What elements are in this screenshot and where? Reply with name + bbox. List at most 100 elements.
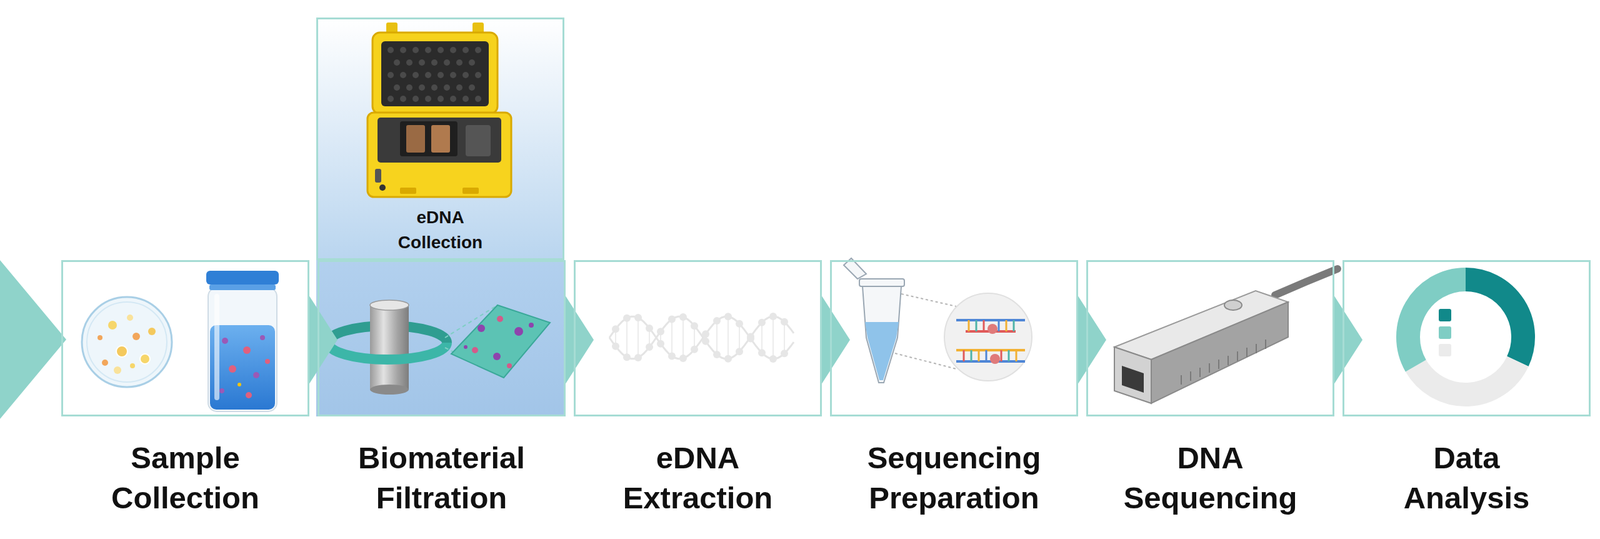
petri-dish-part <box>86 301 167 382</box>
dna-helix-part <box>623 314 631 322</box>
dna-helix-part <box>713 316 721 325</box>
petri-dish-part <box>130 363 135 369</box>
sequencer-device-part-part <box>1227 355 1229 365</box>
sequencer-device <box>1114 268 1338 404</box>
chevron-arrow <box>309 296 338 384</box>
sample-jar-part <box>253 371 260 379</box>
petri-dish-part <box>97 335 103 340</box>
dna-helix-part <box>724 312 732 320</box>
highlight-ground <box>316 17 565 260</box>
sample-jar-part <box>219 388 225 394</box>
case-foam-part <box>450 95 457 102</box>
dna-helix-part <box>611 325 620 333</box>
dna-helix-part <box>738 323 740 352</box>
case-foam-part <box>475 46 482 54</box>
chevron-arrow <box>1078 296 1107 384</box>
case-foam-part <box>425 46 432 54</box>
donut-chart <box>1408 279 1524 395</box>
sequencer-device-part-part <box>1180 375 1182 385</box>
dna-helix-part <box>761 322 763 354</box>
dna-helix-part <box>701 337 710 345</box>
dna-helix-part <box>679 354 687 362</box>
case-foam-part <box>456 59 463 66</box>
field-case-part <box>400 121 458 157</box>
donut-chart-part <box>1415 361 1518 395</box>
case-foam-part <box>443 59 450 66</box>
sequencer-device-part-part <box>1236 351 1239 361</box>
sample-jar-part <box>245 391 252 399</box>
step-label: Data Analysis <box>1373 437 1561 518</box>
petri-dish-part <box>140 353 150 364</box>
case-foam-part <box>412 46 419 54</box>
dna-helix-part <box>772 316 774 359</box>
filter-holder-part <box>370 384 409 395</box>
dna-helix-part <box>701 330 710 338</box>
filter-membrane-part <box>506 363 512 369</box>
sequencer-device-part <box>1121 365 1144 393</box>
field-case-part <box>367 112 512 197</box>
sample-jar-part <box>221 337 229 344</box>
magnifier-part <box>944 293 1032 381</box>
field-case-part <box>465 125 491 157</box>
sequencer-device-part-part <box>1208 363 1210 373</box>
filter-membrane-part <box>514 326 524 336</box>
case-foam-part <box>418 84 425 91</box>
case-foam <box>387 46 482 102</box>
filter-holder-part <box>370 300 409 310</box>
petri-dish-part <box>113 366 122 374</box>
step-panel: Sequencing Preparation <box>830 260 1079 417</box>
field-case-part <box>381 41 489 107</box>
sequencer-device-part-part <box>1218 359 1220 369</box>
sequencer-device-part-part <box>1265 339 1267 349</box>
dna-helix <box>609 312 794 363</box>
magnifier-part <box>990 353 1000 364</box>
donut-chart-part <box>1408 279 1466 366</box>
sequencer-device-part <box>1275 268 1338 295</box>
dna-helix-part <box>735 347 744 355</box>
highlight-ground <box>316 260 565 417</box>
dna-helix-part <box>626 318 628 358</box>
dna-helix-part <box>780 318 789 326</box>
field-case-part <box>462 187 479 194</box>
magnifier-part <box>963 350 1017 362</box>
filter-membrane-part <box>463 345 468 349</box>
sample-jar-part <box>243 346 251 354</box>
sample-tube-part <box>895 353 957 369</box>
case-foam-part <box>443 84 450 91</box>
filter-membrane-part <box>528 322 534 328</box>
case-foam-part <box>393 59 400 66</box>
sample-tube <box>843 258 957 383</box>
filter-membrane <box>445 305 550 378</box>
case-foam-part <box>412 95 419 102</box>
dna-helix-part <box>780 349 789 357</box>
case-foam-part <box>475 95 482 102</box>
case-foam-part <box>437 95 444 102</box>
step-label: DNA Sequencing <box>1116 437 1305 518</box>
case-foam-part <box>387 71 394 79</box>
field-case-part <box>406 125 425 153</box>
magnifier-part <box>987 323 998 334</box>
case-foam-part <box>400 95 407 102</box>
case-foam-part <box>425 71 432 79</box>
field-case-part <box>377 117 502 163</box>
dna-helix-part <box>645 324 654 332</box>
case-foam-part <box>393 84 400 91</box>
step-label: eDNA Extraction <box>604 437 792 518</box>
petri-dish-part <box>116 345 128 357</box>
petri-dish <box>81 296 172 387</box>
dna-helix-part <box>679 313 687 321</box>
magnifier-part-part <box>978 350 980 362</box>
case-foam-part <box>400 71 407 79</box>
dna-helix-part <box>716 320 718 355</box>
case-foam-part <box>468 59 475 66</box>
sequencer-device-part-part <box>1246 347 1248 357</box>
step-panel: eDNA Extraction <box>573 260 822 417</box>
field-case-part <box>375 168 382 183</box>
case-foam-part <box>462 46 469 54</box>
filter-membrane-part <box>451 305 550 378</box>
dna-helix-part <box>623 353 631 361</box>
magnifier-part <box>956 348 1025 352</box>
magnifier-part-part <box>983 320 985 332</box>
